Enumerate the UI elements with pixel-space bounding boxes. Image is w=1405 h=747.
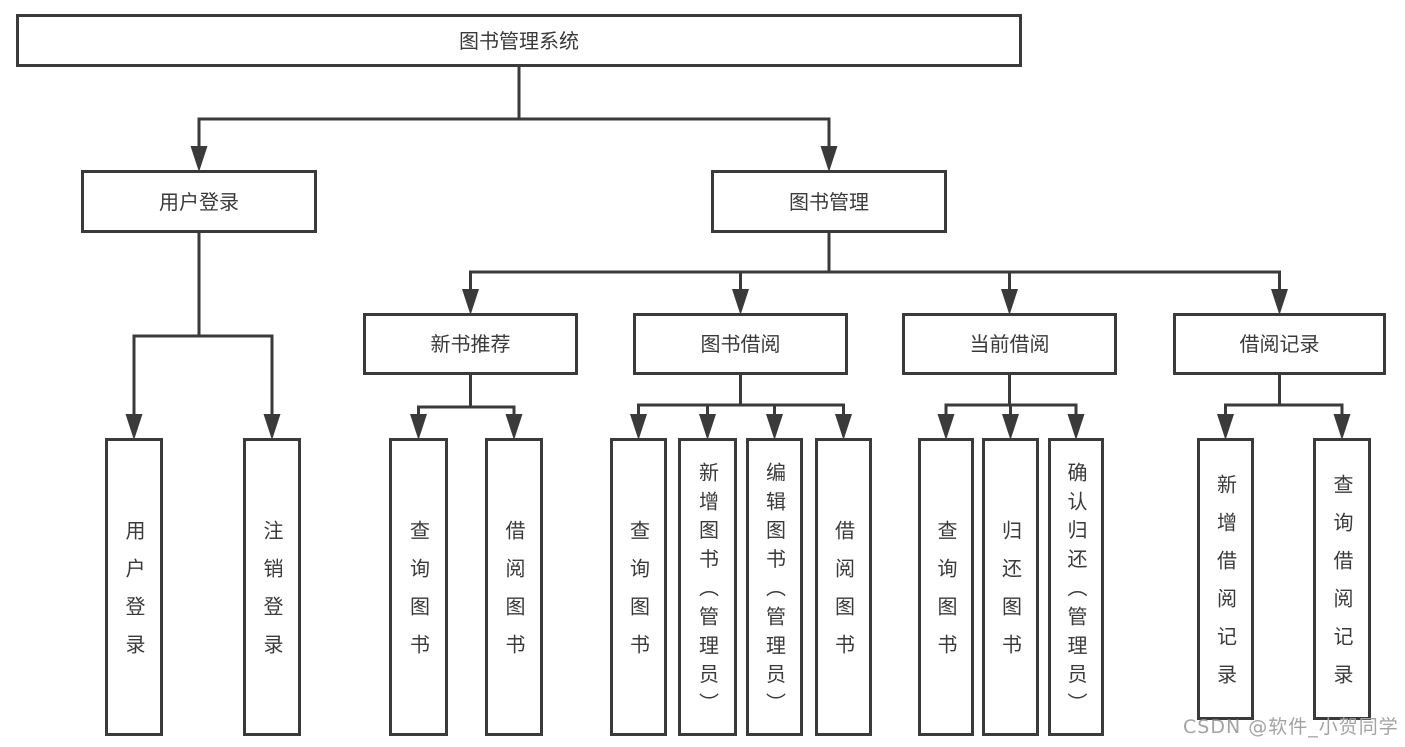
node-label: 图书借阅 (700, 332, 781, 356)
arrowhead-icon (1001, 289, 1018, 315)
node-label: 归还图书 (998, 520, 1023, 672)
arrowhead-icon (505, 414, 523, 440)
arrowhead-icon (462, 289, 479, 315)
diagram-node-records-2: 查询借阅记录 (1313, 438, 1371, 720)
diagram-node-records: 借阅记录 (1173, 313, 1386, 375)
diagram-node-borrow-2: 新增图书（管理员） (678, 438, 737, 736)
node-label: 查询借阅记录 (1330, 474, 1354, 702)
node-label: 借阅记录 (1239, 332, 1320, 356)
node-label: 新书推荐 (430, 332, 511, 356)
arrowhead-icon (125, 414, 143, 440)
node-label: 借阅图书 (831, 520, 856, 672)
arrowhead-icon (1002, 414, 1019, 440)
node-label: 借阅图书 (502, 520, 526, 672)
diagram-node-borrow-4: 借阅图书 (815, 438, 872, 736)
diagram-node-login: 用户登录 (81, 170, 317, 233)
diagram-node-rec-1: 查询图书 (389, 438, 448, 736)
diagram-node-borrow: 图书借阅 (633, 313, 848, 375)
arrowhead-icon (835, 414, 852, 440)
arrowhead-icon (190, 146, 208, 172)
arrowhead-icon (263, 414, 281, 440)
arrowhead-icon (410, 414, 427, 440)
diagram-node-borrow-1: 查询图书 (610, 438, 667, 736)
node-label: 用户登录 (122, 520, 146, 672)
arrowhead-icon (1271, 289, 1288, 315)
arrowhead-icon (732, 289, 749, 315)
node-label: 用户登录 (159, 189, 239, 214)
diagram-node-rec: 新书推荐 (363, 313, 578, 375)
diagram-node-login-1: 用户登录 (105, 438, 163, 736)
watermark: CSDN @软件_小贺同学 (1183, 716, 1399, 738)
arrowhead-icon (937, 414, 955, 440)
diagram-node-rec-2: 借阅图书 (485, 438, 543, 736)
node-label: 查询图书 (934, 520, 958, 672)
diagram-node-current-1: 查询图书 (918, 438, 974, 736)
arrowhead-icon (1067, 414, 1085, 440)
arrowhead-icon (699, 414, 716, 440)
diagram-node-current-3: 确认归还（管理员） (1048, 438, 1104, 736)
node-label: 编辑图书（管理员） (762, 461, 787, 721)
diagram-node-current-2: 归还图书 (982, 438, 1039, 736)
arrowhead-icon (1333, 414, 1351, 440)
arrowhead-icon (630, 414, 647, 440)
diagram-node-records-1: 新增借阅记录 (1197, 438, 1254, 720)
diagram-node-login-2: 注销登录 (243, 438, 301, 736)
arrowhead-icon (820, 146, 838, 172)
diagram-node-borrow-3: 编辑图书（管理员） (746, 438, 803, 736)
node-label: 查询图书 (626, 520, 651, 672)
arrowhead-icon (766, 414, 783, 440)
diagram-node-root: 图书管理系统 (16, 14, 1022, 67)
node-label: 新增借阅记录 (1213, 474, 1238, 702)
arrowhead-icon (1217, 414, 1234, 440)
node-label: 注销登录 (260, 520, 284, 672)
node-label: 当前借阅 (969, 332, 1050, 356)
node-label: 新增图书（管理员） (695, 461, 720, 721)
node-label: 查询图书 (406, 520, 431, 672)
diagram-node-mgmt: 图书管理 (711, 170, 947, 233)
node-label: 图书管理系统 (459, 28, 579, 53)
diagram-node-current: 当前借阅 (902, 313, 1117, 375)
node-label: 图书管理 (789, 189, 869, 214)
node-label: 确认归还（管理员） (1064, 461, 1088, 721)
